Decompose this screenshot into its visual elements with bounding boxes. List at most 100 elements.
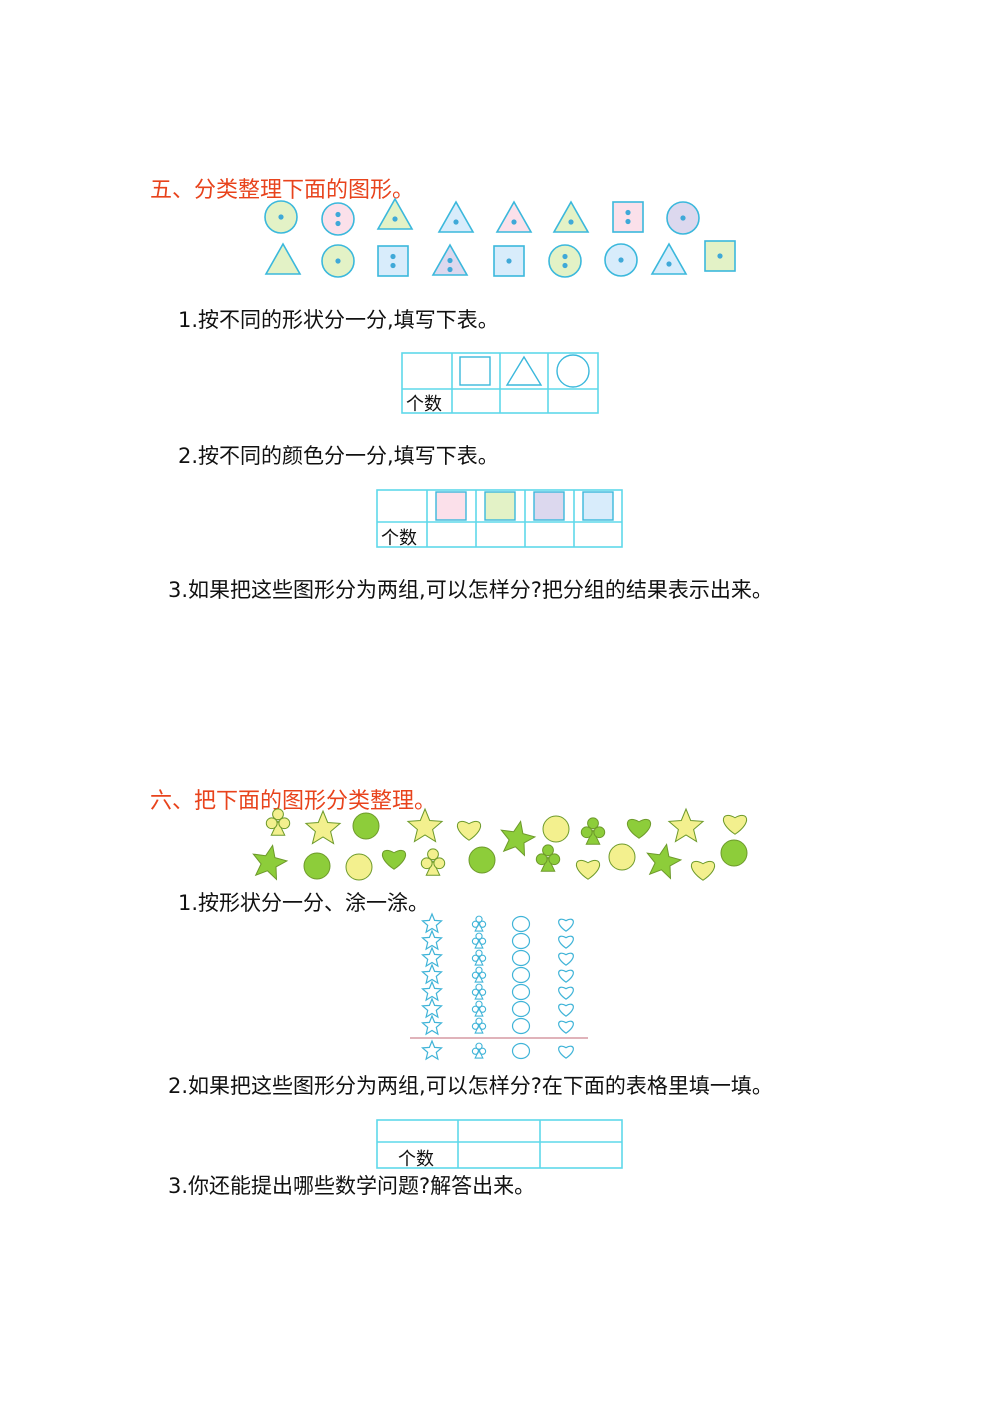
s5-circle-1 (264, 200, 298, 234)
triangle-outline-icon (505, 355, 543, 386)
chart-star-5 (421, 980, 443, 1002)
s5-circle-10 (321, 244, 355, 278)
chart-club-label (471, 1042, 487, 1059)
s5-triangle-4 (437, 200, 475, 233)
chart-oval-4 (511, 966, 531, 984)
chart-star-4 (421, 963, 443, 985)
shape-count-table (401, 352, 599, 414)
section5-shape-collection (264, 197, 736, 278)
chart-oval-2 (511, 932, 531, 950)
section5-question-3: 3.如果把这些图形分为两组,可以怎样分?把分组的结果表示出来。 (168, 578, 773, 602)
s5-triangle-5 (495, 200, 533, 233)
color-swatch-4 (582, 491, 614, 521)
chart-club-5 (471, 983, 487, 1000)
section6-heading: 六、把下面的图形分类整理。 (150, 789, 437, 814)
chart-heart-7 (558, 1020, 574, 1034)
color-swatch-1 (435, 491, 467, 521)
section6-question-1: 1.按形状分一分、涂一涂。 (178, 891, 430, 915)
s6-heart-11 (722, 814, 748, 835)
s6-dot-3 (352, 812, 380, 840)
section6-shape-collection (252, 807, 748, 881)
s5-triangle-9 (264, 242, 302, 275)
s6-star-2 (304, 809, 342, 845)
s6-heart-19 (575, 859, 601, 880)
chart-heart-5 (558, 986, 574, 1000)
chart-club-7 (471, 1017, 487, 1034)
table1-count-label: 个数 (406, 394, 442, 415)
s5-triangle-3 (376, 197, 414, 230)
section5-question-1: 1.按不同的形状分一分,填写下表。 (178, 308, 499, 332)
s6-dot-23 (720, 839, 748, 867)
s5-square-7 (612, 201, 644, 233)
s5-circle-14 (548, 244, 582, 278)
s6-heart-15 (381, 849, 407, 870)
chart-star-1 (421, 912, 443, 934)
square-outline-icon (459, 356, 491, 386)
chart-club-4 (471, 966, 487, 983)
chart-heart-4 (558, 969, 574, 983)
s6-club-16 (420, 848, 446, 876)
s6-dot-20 (608, 843, 636, 871)
s6-dot-14 (345, 853, 373, 881)
s5-triangle-6 (552, 200, 590, 233)
s6-star-21 (646, 843, 683, 880)
table2-count-label: 个数 (381, 528, 417, 549)
chart-star-label (421, 1039, 443, 1061)
s5-square-13 (493, 245, 525, 277)
s6-heart-22 (690, 860, 716, 881)
chart-oval-6 (511, 1000, 531, 1018)
chart-oval-label (511, 1042, 531, 1060)
chart-star-2 (421, 929, 443, 951)
s6-club-8 (580, 817, 606, 845)
chart-heart-6 (558, 1003, 574, 1017)
chart-club-3 (471, 949, 487, 966)
chart-oval-7 (511, 1017, 531, 1035)
chart-heart-label (558, 1045, 574, 1059)
s6-dot-17 (468, 846, 496, 874)
chart-star-3 (421, 946, 443, 968)
s5-circle-15 (604, 243, 638, 277)
s5-triangle-12 (431, 243, 469, 276)
chart-heart-2 (558, 935, 574, 949)
s5-square-11 (377, 245, 409, 277)
s6-heart-9 (626, 818, 652, 839)
table-grid (376, 489, 623, 548)
chart-club-6 (471, 1000, 487, 1017)
s6-dot-13 (303, 852, 331, 880)
chart-oval-1 (511, 915, 531, 933)
chart-heart-1 (558, 918, 574, 932)
two-group-count-table (376, 1119, 623, 1169)
s6-club-18 (535, 844, 561, 872)
section5-heading: 五、分类整理下面的图形。 (150, 178, 415, 203)
section6-question-2: 2.如果把这些图形分为两组,可以怎样分?在下面的表格里填一填。 (168, 1074, 773, 1098)
table-grid (401, 352, 599, 414)
chart-heart-3 (558, 952, 574, 966)
s6-star-12 (252, 844, 289, 881)
s5-square-17 (704, 240, 736, 272)
s5-circle-8 (666, 201, 700, 235)
section5-question-2: 2.按不同的颜色分一分,填写下表。 (178, 444, 499, 468)
s5-triangle-16 (650, 242, 688, 275)
circle-outline-icon (556, 354, 590, 388)
section6-question-3: 3.你还能提出哪些数学问题?解答出来。 (168, 1174, 536, 1198)
color-swatch-row (435, 491, 614, 521)
table-grid (376, 1119, 623, 1169)
s6-star-10 (667, 807, 705, 843)
chart-oval-5 (511, 983, 531, 1001)
s6-dot-7 (542, 815, 570, 843)
chart-star-6 (421, 997, 443, 1019)
shape-coloring-chart (410, 912, 588, 1061)
s5-circle-2 (321, 202, 355, 236)
chart-star-7 (421, 1014, 443, 1036)
s6-star-4 (406, 807, 444, 843)
s6-star-6 (500, 820, 537, 857)
color-swatch-3 (533, 491, 565, 521)
s6-club-1 (265, 808, 291, 836)
chart-club-2 (471, 932, 487, 949)
chart-club-1 (471, 915, 487, 932)
table3-count-label: 个数 (398, 1149, 434, 1170)
chart-oval-3 (511, 949, 531, 967)
s6-heart-5 (456, 820, 482, 841)
color-count-table (376, 489, 623, 548)
color-swatch-2 (484, 491, 516, 521)
